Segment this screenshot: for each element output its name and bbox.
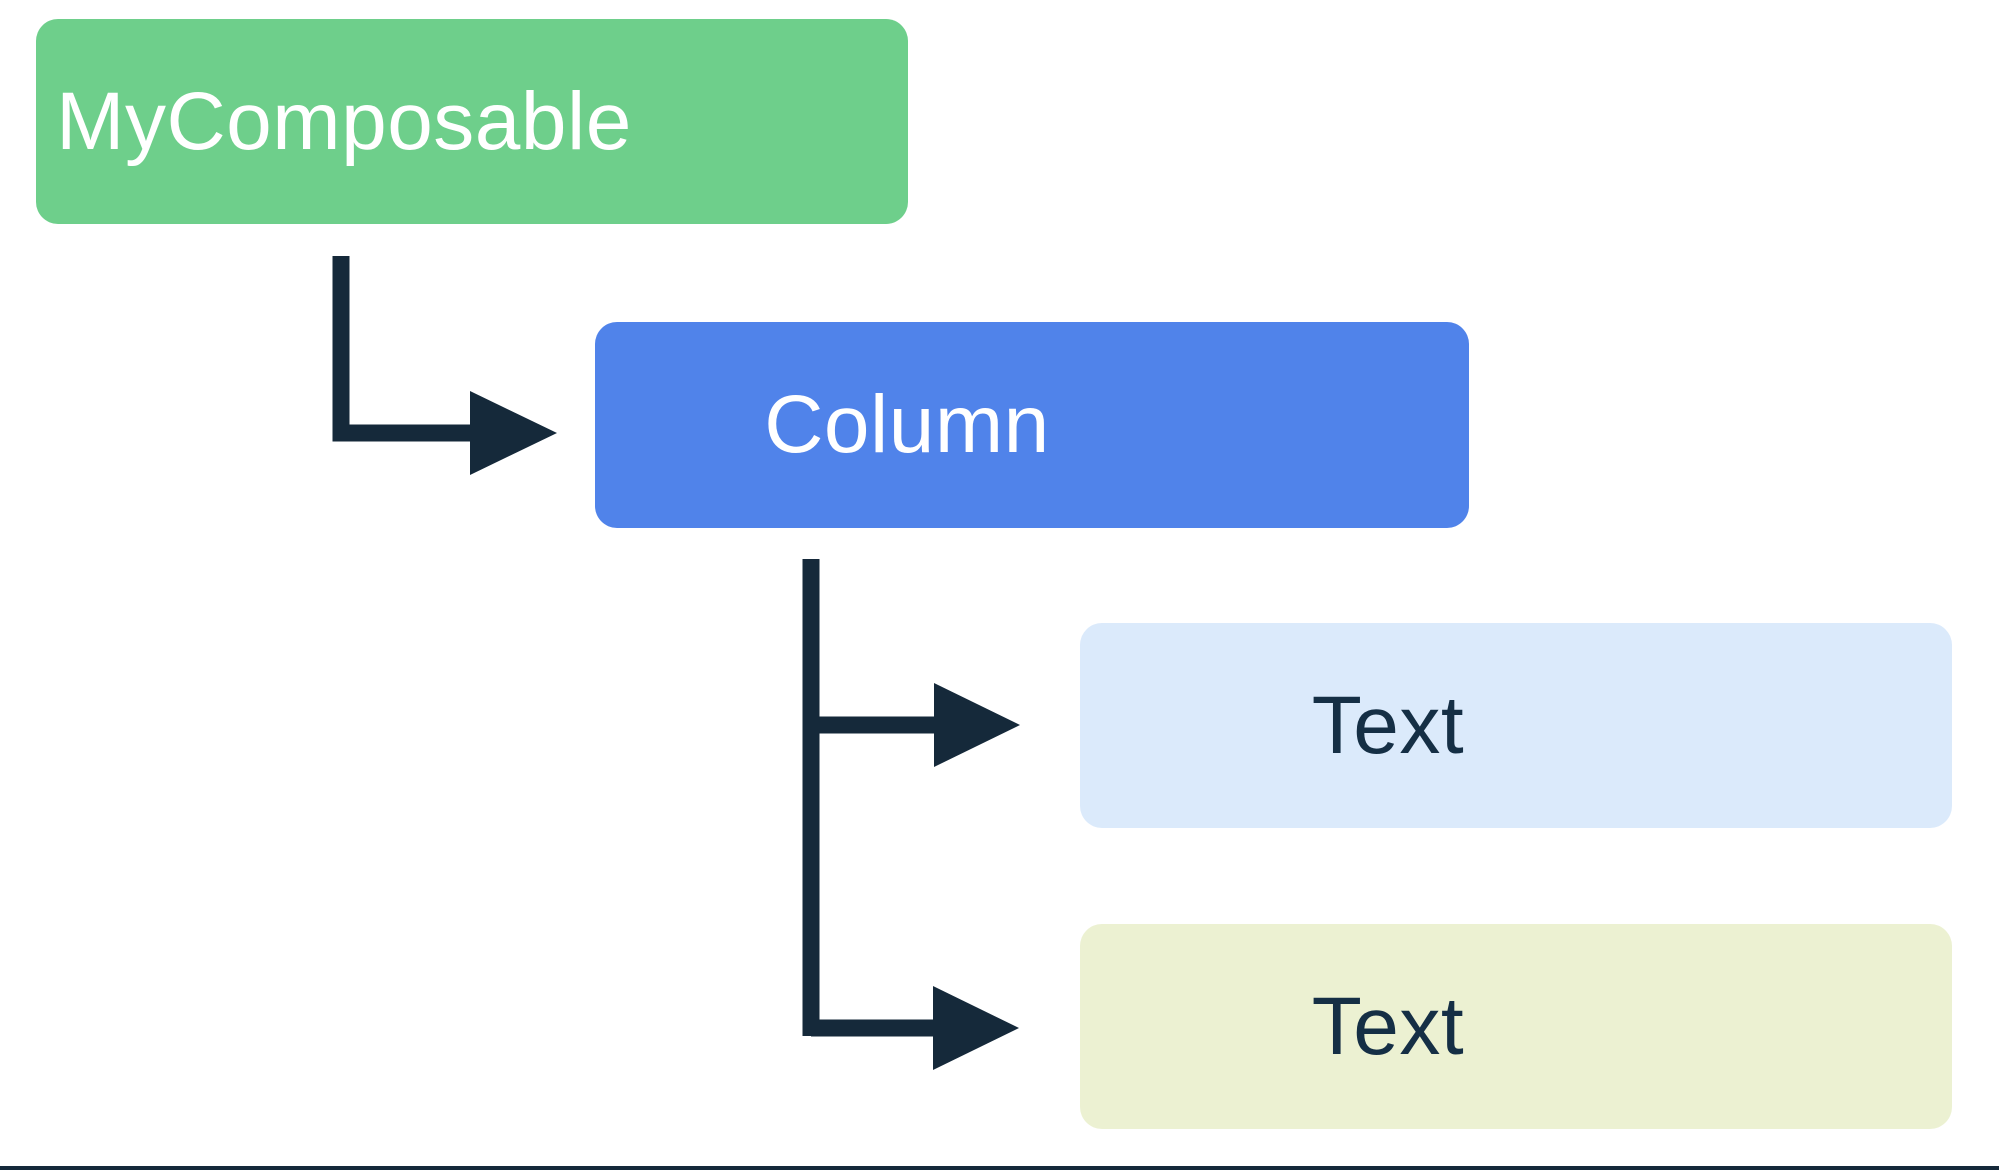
- node-mycomposable[interactable]: MyComposable: [36, 19, 908, 224]
- node-text-first-label: Text: [1311, 679, 1465, 771]
- edge-column-to-text-1: [811, 683, 1020, 767]
- node-text-first[interactable]: Text: [1080, 623, 1952, 828]
- node-column-label: Column: [764, 379, 1050, 470]
- node-text-second-label: Text: [1311, 980, 1465, 1072]
- node-column[interactable]: Column: [595, 322, 1469, 528]
- node-text-second[interactable]: Text: [1080, 924, 1952, 1129]
- edge-root-to-column: [332, 256, 557, 475]
- edge-column-to-text-2: [811, 986, 1019, 1070]
- node-mycomposable-label: MyComposable: [56, 75, 632, 167]
- bottom-divider: [0, 1166, 1999, 1170]
